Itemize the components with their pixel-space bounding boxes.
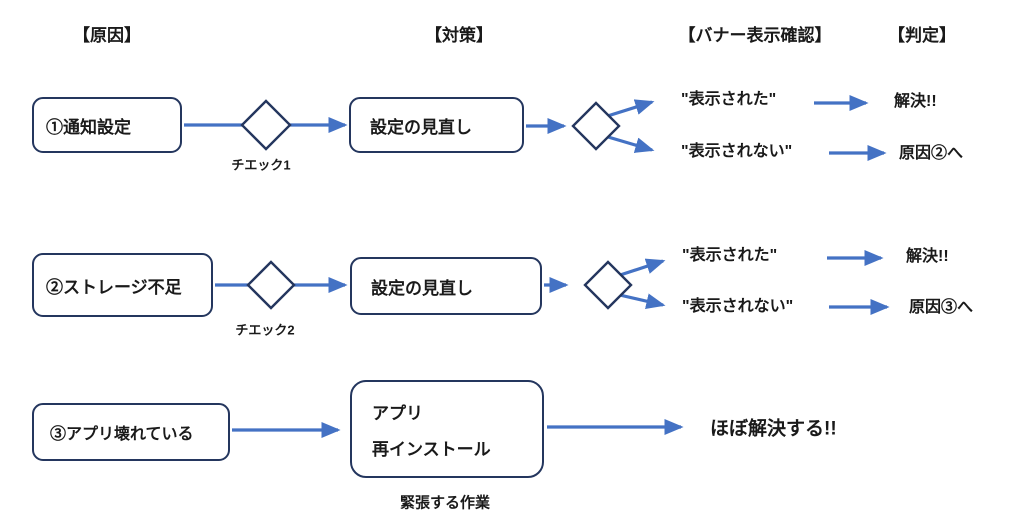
annotation-tense-work: 緊張する作業 — [399, 494, 491, 512]
branch-no-label-1: "表示されない" — [681, 143, 793, 160]
judgment-yes-label-2: 解決!! — [906, 248, 949, 265]
cause-box-2-label: ②ストレージ不足 — [46, 277, 182, 297]
branch-yes-label-1: "表示された" — [681, 91, 777, 108]
check-label-1: チエック1 — [231, 157, 291, 173]
countermeasure-box-3-line1: アプリ — [372, 403, 423, 423]
judgment-label-3: ほぼ解決する!! — [710, 418, 837, 440]
countermeasure-box-2-label: 設定の見直し — [371, 278, 473, 298]
branch-yes-label-2: "表示された" — [682, 247, 778, 264]
countermeasure-box-3: アプリ 再インストール — [350, 380, 544, 478]
header-countermeasure: 【対策】 — [425, 26, 493, 45]
countermeasure-box-1: 設定の見直し — [349, 97, 524, 153]
judgment-no-label-1: 原因②へ — [899, 145, 964, 162]
countermeasure-box-1-label: 設定の見直し — [370, 117, 472, 137]
decision-diamond-check2 — [246, 260, 296, 310]
judgment-yes-label-1: 解決!! — [894, 93, 937, 110]
cause-box-1-label: ①通知設定 — [46, 117, 131, 137]
cause-box-1: ①通知設定 — [32, 97, 182, 153]
judgment-no-label-2: 原因③へ — [909, 299, 974, 316]
cause-box-2: ②ストレージ不足 — [32, 253, 213, 317]
branch-no-label-2: "表示されない" — [682, 298, 794, 315]
header-cause: 【原因】 — [73, 26, 141, 45]
cause-box-3-label: ③アプリ壊れている — [50, 426, 194, 443]
cause-box-3: ③アプリ壊れている — [32, 403, 230, 461]
header-judgment: 【判定】 — [888, 26, 956, 45]
countermeasure-box-2: 設定の見直し — [350, 257, 542, 315]
decision-diamond-banner1 — [571, 101, 621, 151]
decision-diamond-check1 — [240, 99, 292, 151]
decision-diamond-banner2 — [583, 260, 633, 310]
header-banner-check: 【バナー表示確認】 — [678, 26, 832, 45]
check-label-2: チエック2 — [235, 322, 295, 338]
countermeasure-box-3-line2: 再インストール — [372, 439, 491, 459]
